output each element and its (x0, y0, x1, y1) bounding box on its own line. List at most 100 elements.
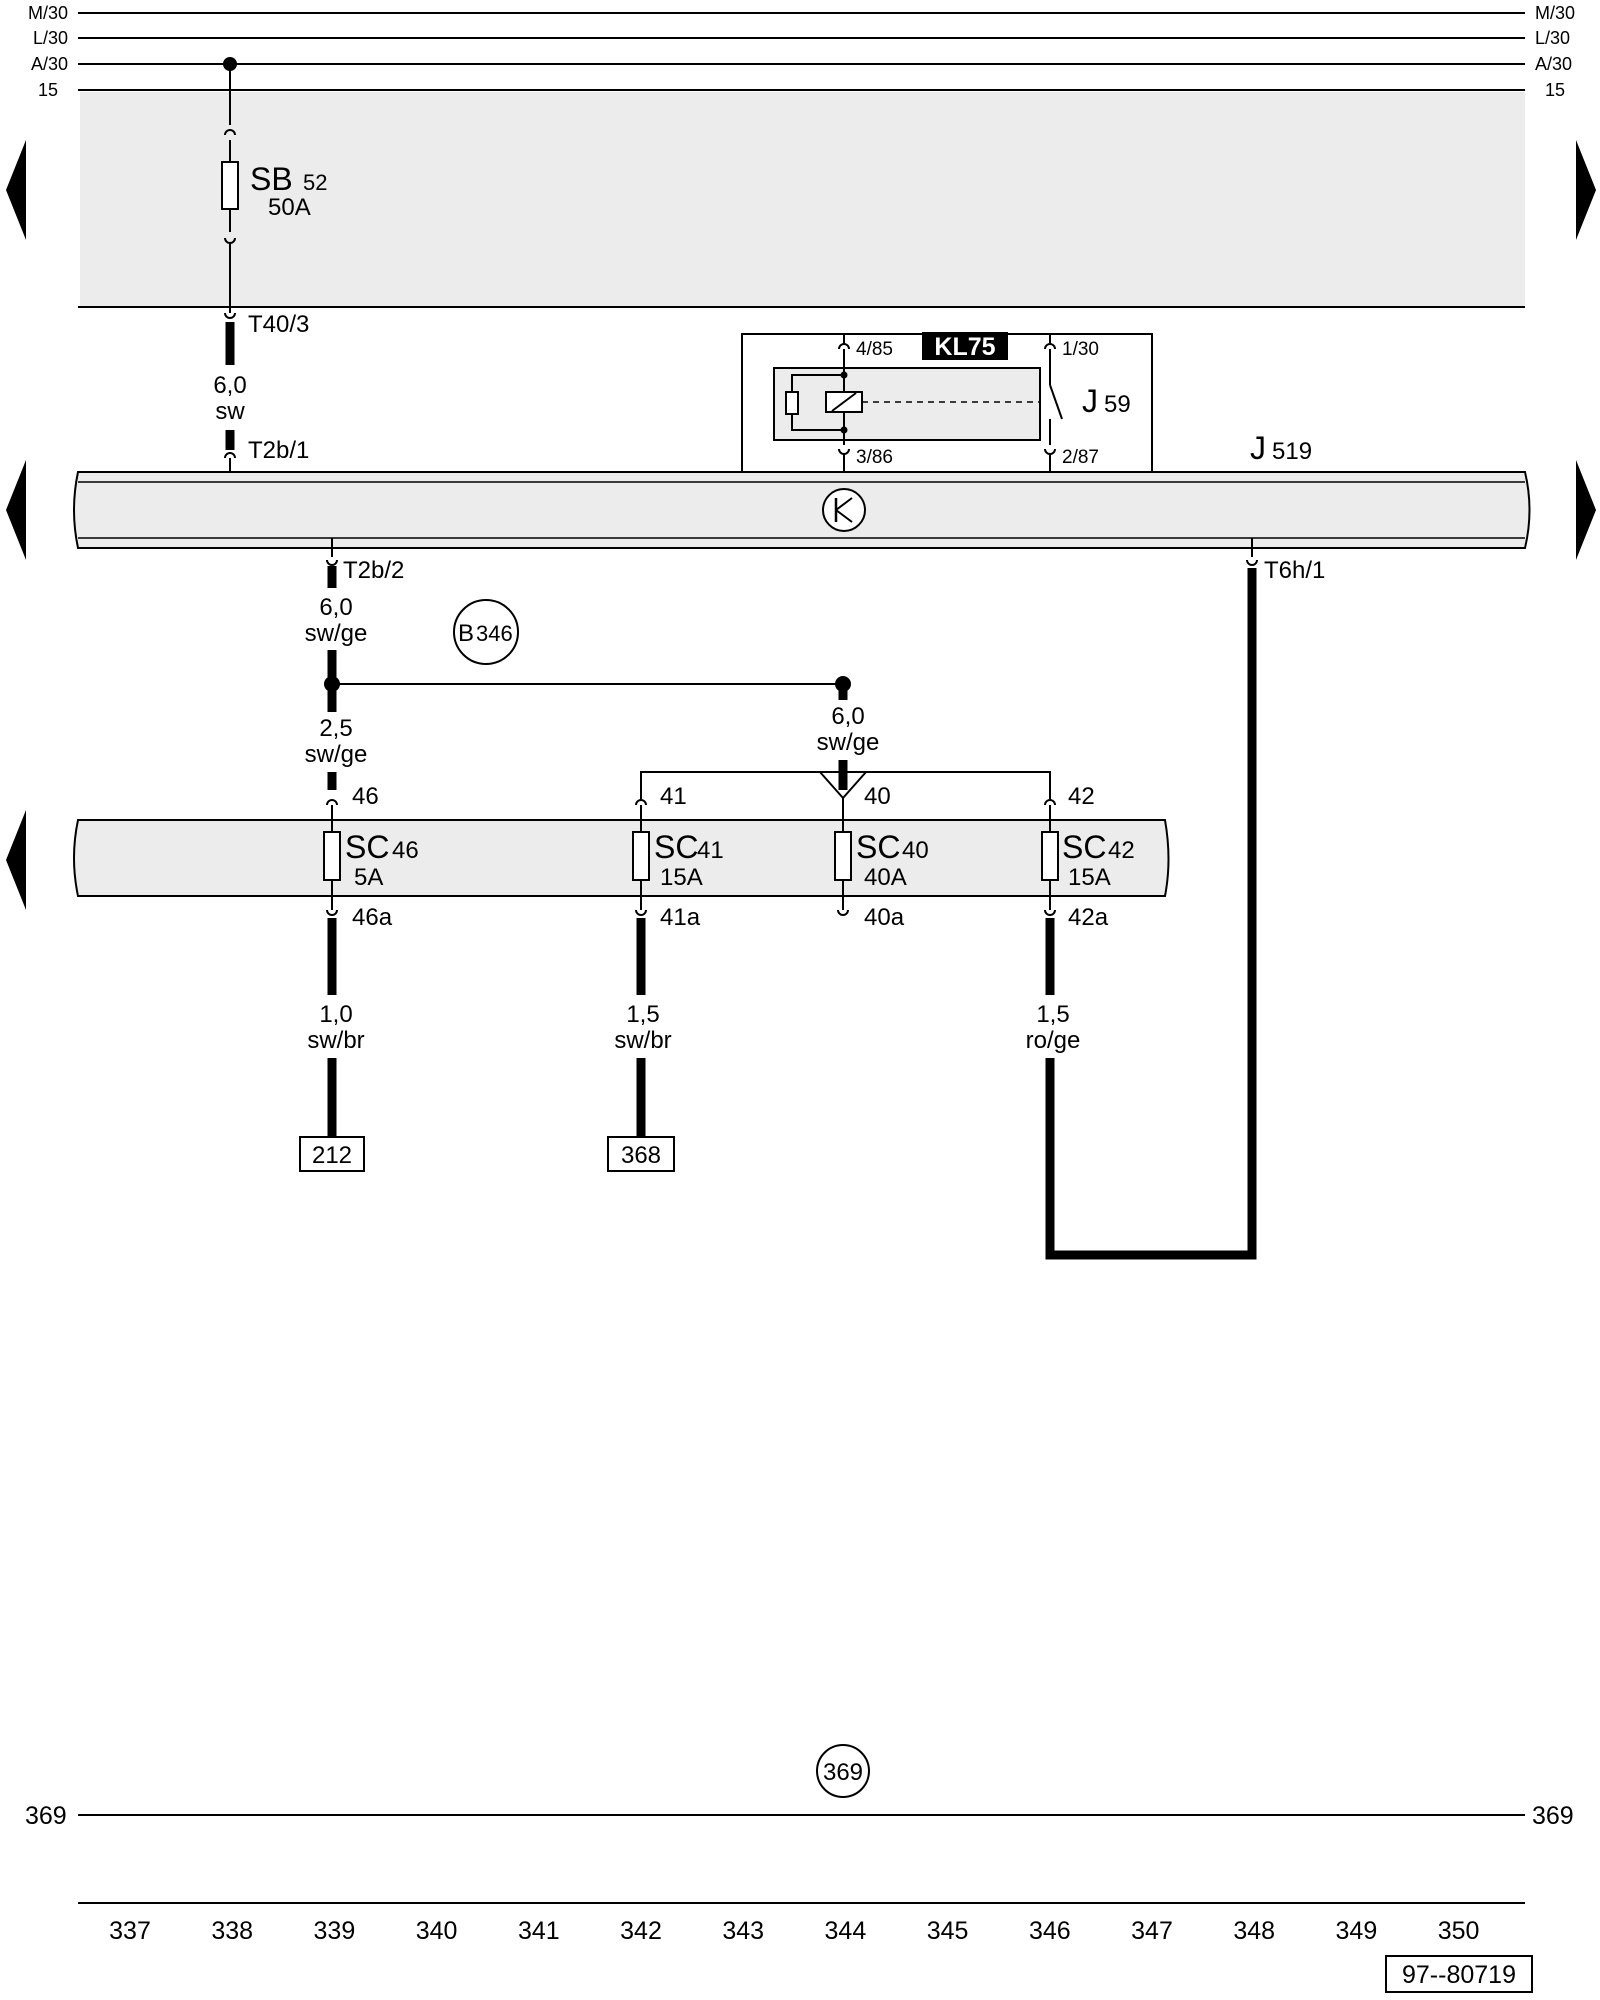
wire-size: 1,0 (319, 1001, 352, 1028)
track-number: 348 (1233, 1917, 1275, 1945)
relay-pin-3-86: 3/86 (856, 447, 893, 468)
doc-id-box (1385, 1955, 1533, 1993)
track-number: 341 (518, 1917, 560, 1945)
rail-label-left-4: 15 (38, 80, 58, 100)
rail-labels-left: M/30 L/30 A/30 15 (28, 3, 68, 100)
rail-label-left-3: A/30 (31, 54, 68, 74)
rail-label-right-3: A/30 (1535, 54, 1572, 74)
page-arrow-right-icon[interactable] (1576, 140, 1596, 240)
fuse-number: 41 (697, 837, 724, 864)
fuse-box-top-region (80, 92, 1525, 307)
wire-size: 2,5 (319, 715, 352, 742)
relay-number: 59 (1104, 391, 1131, 418)
connector-cap-icon (635, 799, 647, 806)
fuse-pin-out: 40a (864, 904, 905, 931)
target-212-label: 212 (312, 1142, 352, 1169)
fuse-pin-out: 42a (1068, 904, 1109, 931)
relay-pin-4-85: 4/85 (856, 339, 893, 360)
connector-t2b-1: T2b/1 (248, 437, 309, 464)
fuse-sb52-rating: 50A (268, 194, 311, 221)
fuse-name: SC (654, 829, 698, 865)
connector-t2b-2: T2b/2 (343, 557, 404, 584)
rail-label-right-2: L/30 (1535, 28, 1570, 48)
connector-t40-3: T40/3 (248, 311, 309, 338)
track-number: 349 (1336, 1917, 1378, 1945)
fuse-pin-in: 42 (1068, 783, 1095, 810)
fuse-rating: 5A (354, 864, 383, 891)
track-number: 346 (1029, 1917, 1071, 1945)
wire-color: sw/br (614, 1027, 671, 1054)
wire-size: 1,5 (626, 1001, 659, 1028)
track-number: 343 (722, 1917, 764, 1945)
wire-size: 1,5 (1036, 1001, 1069, 1028)
page-arrow-right-icon[interactable] (1576, 460, 1596, 560)
rail-labels-right: M/30 L/30 A/30 15 (1535, 3, 1575, 100)
fuse-number: 46 (392, 837, 419, 864)
target-box-368[interactable] (607, 1136, 675, 1172)
fuse-sc40: 40 SC 40 40A 40a (834, 783, 929, 931)
wire-size: 6,0 (213, 372, 246, 399)
wire-color: sw/ge (817, 729, 880, 756)
track-number: 345 (927, 1917, 969, 1945)
ground-circle-369[interactable] (816, 1744, 870, 1798)
connector-t6h-1: T6h/1 (1264, 557, 1325, 584)
fuse-pin-out: 46a (352, 904, 393, 931)
connector-cap-icon (224, 452, 236, 459)
wire-color: sw/ge (305, 741, 368, 768)
resistor-icon (785, 391, 799, 415)
target-368-label: 368 (621, 1142, 661, 1169)
connector-cap-icon (1044, 799, 1056, 806)
track-number: 344 (825, 1917, 867, 1945)
relay-name: J (1082, 383, 1098, 419)
connector-cap-icon (1044, 343, 1056, 350)
connector-cup-icon (326, 909, 338, 916)
fuse-rating: 15A (1068, 864, 1111, 891)
rail-label-left-2: L/30 (33, 28, 68, 48)
connector-cap-icon (838, 343, 850, 350)
rail-label-left-1: M/30 (28, 3, 68, 23)
fuse-sc46-icon (323, 831, 341, 881)
fuse-pin-in: 40 (864, 783, 891, 810)
page-arrow-left-icon[interactable] (6, 810, 26, 910)
page-arrow-left-icon[interactable] (6, 140, 26, 240)
connector-cup-icon (635, 909, 647, 916)
wire-color: sw (215, 398, 245, 425)
track-number: 340 (416, 1917, 458, 1945)
fuse-rating: 40A (864, 864, 907, 891)
wire-size: 6,0 (831, 703, 864, 730)
fuse-rating: 15A (660, 864, 703, 891)
fuse-sb52-icon (221, 161, 239, 210)
track-number: 350 (1438, 1917, 1480, 1945)
fuse-pin-in: 41 (660, 783, 687, 810)
rail-label-right-4: 15 (1545, 80, 1565, 100)
control-unit-number: 519 (1272, 438, 1312, 465)
fuse-sc42-icon (1041, 831, 1059, 881)
connector-cap-icon (326, 799, 338, 806)
target-box-212[interactable] (299, 1136, 365, 1172)
ground-circle-label: 369 (823, 1759, 863, 1786)
connector-cup-icon (1044, 909, 1056, 916)
connector-cup-icon (1246, 559, 1258, 566)
fuse-sc40-icon (834, 831, 852, 881)
relay-switch-icon (1049, 384, 1063, 420)
fuse-sc41: 41 SC 41 15A 41a (632, 783, 724, 931)
connector-cup-icon (224, 237, 236, 244)
fuse-sb52-number: 52 (303, 170, 327, 195)
relay-j59-body (773, 367, 1041, 441)
page-arrow-left-icon[interactable] (6, 460, 26, 560)
fuse-sc41-icon (632, 831, 650, 881)
fuse-name: SC (856, 829, 900, 865)
connector-cap-icon (224, 129, 236, 136)
fuse-number: 42 (1108, 837, 1135, 864)
connector-cup-icon (1044, 448, 1056, 455)
track-number: 347 (1131, 1917, 1173, 1945)
track-number: 337 (109, 1917, 151, 1945)
ground-label-right: 369 (1532, 1802, 1574, 1830)
relay-badge-text: KL75 (934, 333, 995, 361)
relay-pin-2-87: 2/87 (1062, 447, 1099, 468)
fuse-box-bottom-strip (73, 819, 1170, 897)
doc-id: 97--80719 (1402, 1961, 1516, 1989)
control-unit-name: J (1250, 430, 1266, 466)
